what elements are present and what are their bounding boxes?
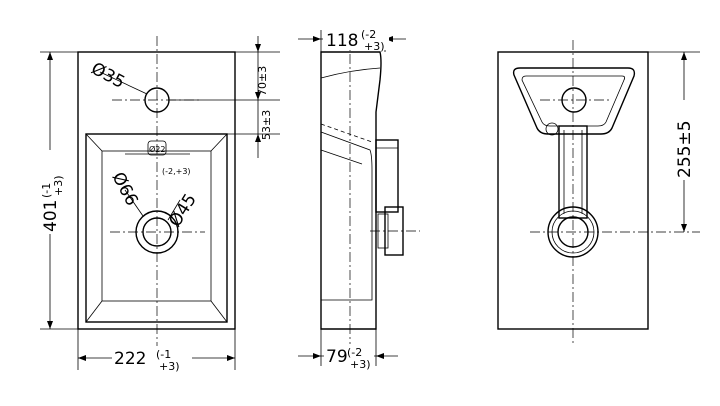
tap-hole-label: Ø35 [88,59,128,93]
height-label: 401 [41,200,61,232]
tap-deck-inner [521,75,626,127]
width-tolerance-top: (-1 [156,348,171,361]
bowl-hidden-line [320,123,373,143]
height-tolerance-top: (-1 [40,183,53,198]
bevel-line [85,133,103,152]
depth-top-tolerance-top: (-2 [361,28,376,41]
bowl-offset-label: 53±3 [260,110,273,140]
rear-overflow-hole [545,122,559,136]
waste-height-label: 255±5 [675,120,695,178]
side-view: 118 (-2 +3) 79 (-2 +3) [298,28,420,371]
arrowhead [255,92,261,100]
bevel-line [85,300,103,323]
label-backing [38,150,62,234]
label-backing [324,344,374,368]
arrowhead [313,353,321,359]
tap-deck-recess [512,67,636,135]
waste-inner [142,217,172,247]
bowl-inner-edge [101,150,212,302]
waste-outer-leader [124,189,144,217]
label-backing [323,28,389,50]
arrowhead [47,321,53,329]
tap-hole-leader [99,71,148,95]
bowl-outer-edge [85,133,228,323]
rear-view: 255±5 [497,40,700,345]
waste-inner-leader [167,199,181,221]
bowl-slope [320,131,373,301]
depth-bottom-tolerance-top: (-2 [347,346,362,359]
overflow-hole [147,140,167,156]
arrowhead [255,44,261,52]
arrowhead [47,52,53,60]
side-profile [320,51,382,330]
width-label: 222 [114,349,146,369]
bevel-line [210,133,228,152]
arrowhead [313,36,321,42]
arrowhead [227,355,235,361]
arrowhead [681,224,687,232]
rim-curve [320,67,381,79]
tap-hole [144,87,170,113]
bowl-inner-line [320,149,363,165]
basin-outline [77,51,236,330]
bevel-line [210,300,228,323]
arrowhead [78,355,86,361]
overflow-label: Ø22 [149,144,165,154]
width-tolerance-bottom: +3) [159,360,180,373]
label-backing [674,100,694,180]
depth-top-label: 118 [326,31,358,51]
waste-outer [135,210,179,254]
overflow-tolerance: (-2,+3) [162,167,191,176]
depth-bottom-label: 79 [326,347,348,367]
arrowhead [681,52,687,60]
depth-top-tolerance-bottom: +3) [364,40,385,53]
waste-inner-label: Ø45 [165,190,201,230]
depth-bottom-tolerance-bottom: +3) [350,358,371,371]
tap-offset-label: 70±3 [256,66,269,96]
waste-outer-label: Ø66 [108,169,142,209]
overflow-tube [375,139,399,213]
arrowhead [376,353,384,359]
label-backing [112,346,192,368]
height-tolerance-bottom: +3) [52,175,65,196]
front-view: Ø35 Ø22 (-2,+3) Ø66 Ø45 222 (-1 +3) 401 … [38,36,280,373]
arrowhead [255,134,261,142]
